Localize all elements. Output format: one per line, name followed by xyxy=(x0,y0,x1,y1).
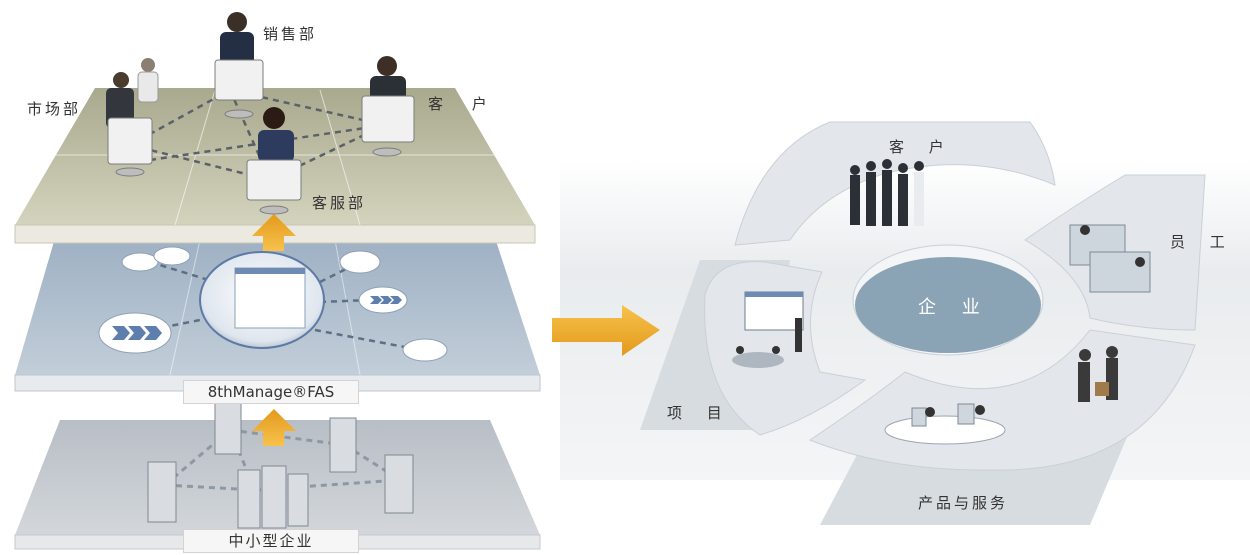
label-enterprise-center: 企 业 xyxy=(918,297,990,318)
delivery-person-icon xyxy=(1078,346,1118,402)
label-ring-products: 产品与服务 xyxy=(918,494,1009,512)
label-ring-customer: 客 户 xyxy=(889,138,954,156)
up-arrow-icon xyxy=(252,214,296,446)
label-service-department: 客服部 xyxy=(312,194,367,212)
label-ring-employee: 员 工 xyxy=(1170,233,1235,251)
right-arrow-icon xyxy=(552,305,660,356)
enterprise-center xyxy=(855,257,1041,353)
bottom-layer xyxy=(14,399,541,550)
app-window xyxy=(234,267,306,329)
employee-desk-icon xyxy=(1069,224,1151,293)
label-8thmanage-fas: 8thManage®FAS xyxy=(183,380,359,404)
label-sales-department: 销售部 xyxy=(263,25,318,43)
label-customer: 客 户 xyxy=(428,95,499,113)
products-office-icon xyxy=(884,403,1006,445)
enterprise-ring xyxy=(640,121,1206,525)
customer-group-icon xyxy=(850,159,924,226)
middle-layer xyxy=(14,238,541,392)
server-icon xyxy=(147,399,414,529)
top-layer xyxy=(14,12,536,244)
segment-customer xyxy=(734,121,1056,246)
label-marketing-department: 市场部 xyxy=(27,100,82,118)
label-sme: 中小型企业 xyxy=(183,529,359,553)
project-meeting-icon xyxy=(732,291,804,368)
monitor-icon xyxy=(107,59,415,201)
label-ring-project: 项 目 xyxy=(667,404,732,422)
